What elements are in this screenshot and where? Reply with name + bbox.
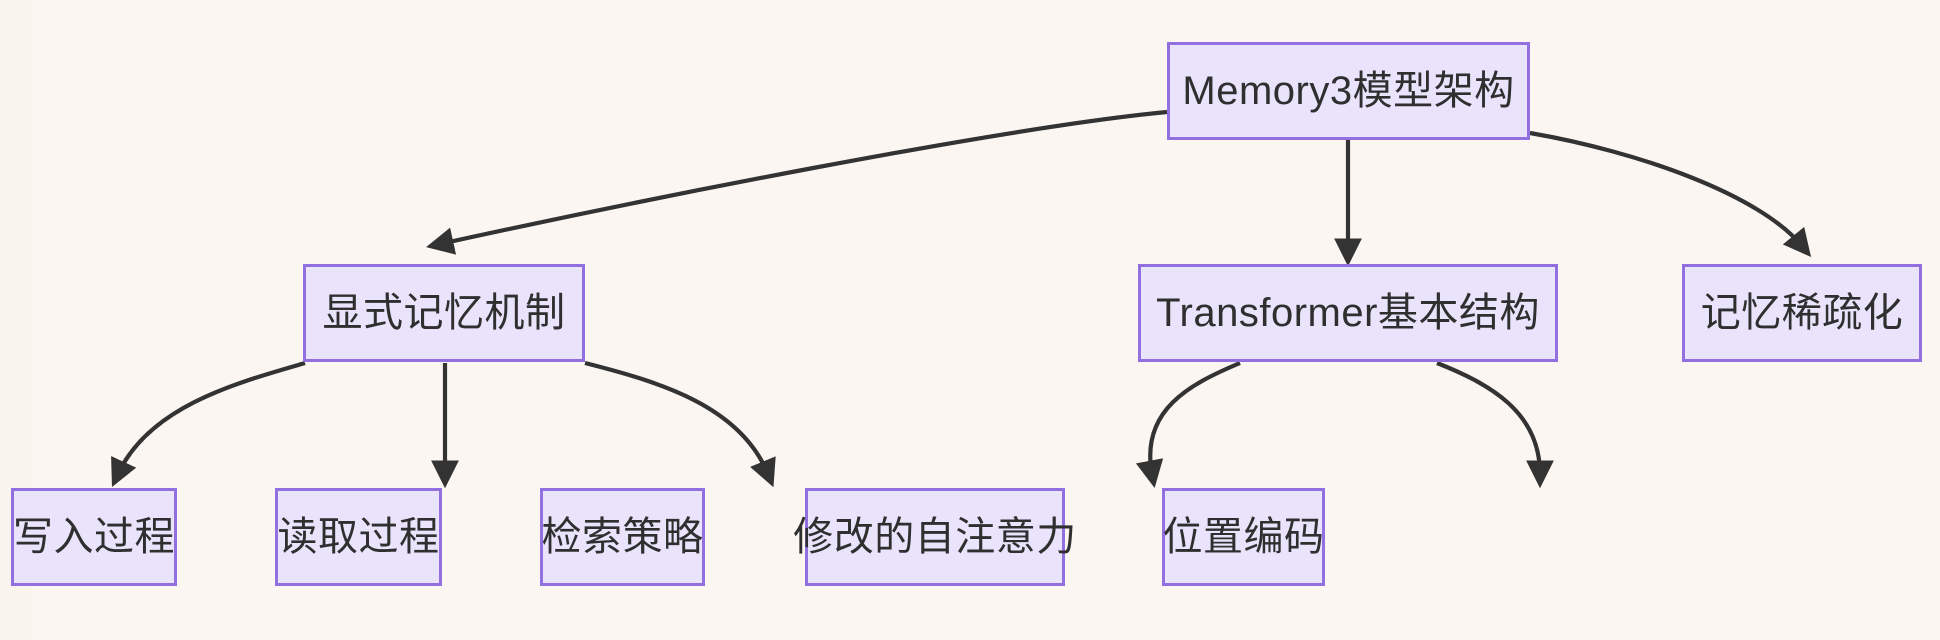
node-attention[interactable]: 修改的自注意力 [793,488,1076,586]
node-label-explicit: 显式记忆机制 [322,291,566,335]
edge-root-to-explicit [426,109,1168,255]
node-label-write: 写入过程 [13,515,175,559]
edge-root-to-sparsify [1529,130,1812,258]
node-retrieve[interactable]: 检索策略 [540,488,705,586]
node-root[interactable]: Memory3模型架构 [1167,42,1530,140]
edge-transformer-to-attention [1135,361,1241,489]
node-label-root: Memory3模型架构 [1182,69,1515,113]
node-read[interactable]: 读取过程 [275,488,442,586]
node-write[interactable]: 写入过程 [11,488,177,586]
node-label-position: 位置编码 [1162,515,1325,559]
node-explicit[interactable]: 显式记忆机制 [303,264,585,362]
node-transformer[interactable]: Transformer基本结构 [1138,264,1558,362]
node-label-attention: 修改的自注意力 [793,515,1077,559]
node-label-read: 读取过程 [277,515,440,559]
node-sparsify[interactable]: 记忆稀疏化 [1682,264,1922,362]
node-label-sparsify: 记忆稀疏化 [1700,291,1904,335]
node-label-retrieve: 检索策略 [541,515,704,559]
node-position[interactable]: 位置编码 [1162,488,1325,586]
edge-explicit-to-retrieve [584,360,776,488]
edge-explicit-to-write [111,360,306,487]
edge-transformer-to-position [1436,361,1554,489]
node-label-transformer: Transformer基本结构 [1156,291,1540,335]
